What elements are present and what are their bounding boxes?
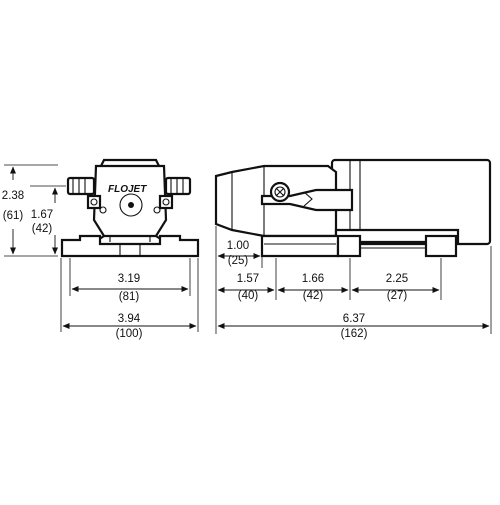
- side-mount-foot-left: [336, 234, 362, 258]
- mounting-base: [60, 234, 200, 258]
- side-total-length-mm: (162): [341, 328, 368, 340]
- front-total-height-mm: (61): [3, 210, 24, 222]
- side-head-offset-inch: 1.00: [227, 240, 249, 252]
- side-view: [214, 158, 492, 258]
- side-hole-to-end-mm: (27): [387, 290, 408, 302]
- side-head-offset-mm: (25): [228, 255, 249, 267]
- front-total-width-inch: 3.94: [118, 313, 141, 325]
- side-total-length-dimension: 6.37 (162): [217, 246, 492, 340]
- brand-label: FLOJET: [108, 184, 147, 195]
- head-cap: [119, 193, 143, 217]
- side-hole-to-hole-mm: (42): [303, 290, 324, 302]
- side-mount-foot-right: [424, 234, 458, 258]
- front-mount-span-inch: 3.19: [118, 273, 140, 285]
- front-total-height-inch: 2.38: [2, 190, 24, 202]
- side-total-length-inch: 6.37: [343, 313, 365, 325]
- side-hole-to-head-dimension: 1.57 (40): [217, 258, 277, 302]
- side-hole-to-hole-inch: 1.66: [302, 273, 324, 285]
- side-hole-to-head-mm: (40): [238, 290, 259, 302]
- right-port-fitting: [164, 176, 192, 196]
- front-height-dimension: 2.38 (61): [2, 164, 58, 257]
- side-hole-to-end-inch: 2.25: [386, 273, 408, 285]
- side-mounting-rail: [260, 228, 460, 258]
- front-inlet-height-mm: (42): [32, 223, 53, 235]
- front-total-width-mm: (100): [116, 328, 143, 340]
- side-outlet-fitting: [260, 188, 354, 212]
- front-mount-span-mm: (81): [119, 291, 140, 303]
- side-head-offset-dimension: 1.00 (25): [215, 226, 263, 334]
- side-hole-to-end-dimension: 2.25 (27): [351, 258, 442, 302]
- side-hole-to-head-inch: 1.57: [237, 273, 259, 285]
- side-hole-to-hole-dimension: 1.66 (42): [277, 258, 351, 302]
- front-inlet-height-dimension: 1.67 (42): [30, 185, 66, 255]
- front-mount-span-dimension: 3.19 (81): [69, 258, 191, 303]
- front-total-width-dimension: 3.94 (100): [60, 258, 199, 340]
- left-port-fitting: [66, 176, 96, 196]
- front-view: FLOJET: [60, 158, 200, 258]
- front-inlet-height-inch: 1.67: [31, 209, 53, 221]
- pump-head: [92, 164, 168, 238]
